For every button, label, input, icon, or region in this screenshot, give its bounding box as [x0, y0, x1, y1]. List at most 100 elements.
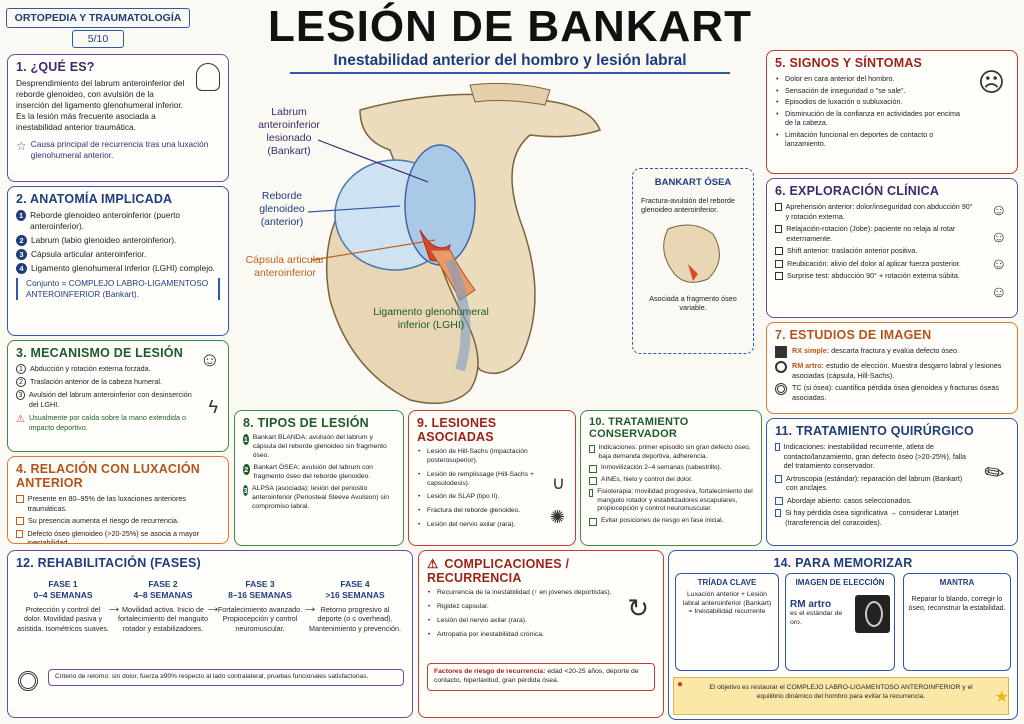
objetivo-banner: El objetivo es restaurar el COMPLEJO LAB… [673, 677, 1009, 715]
scalpel-icon: ✎ [978, 456, 1011, 491]
section-title: 8. TIPOS DE LESIÓN [243, 416, 369, 430]
list-item: AINEs, hielo y control del dolor. [601, 476, 693, 484]
list-item: Disminución de la confianza en actividad… [775, 109, 967, 128]
section-complicaciones: ⚠COMPLICACIONES / RECURRENCIA Recurrenci… [418, 550, 664, 718]
section-title: 3. MECANISMO DE LESIÓN [16, 346, 183, 360]
shoulder-anatomy-illustration [325, 82, 601, 405]
warning-icon: ⚠ [16, 414, 25, 425]
lightning-icon: ϟ [208, 397, 218, 417]
conjunto-note: Conjunto = COMPLEJO LABRO-LIGAMENTOSO AN… [16, 278, 220, 301]
exam-figure-icon: ☺☺☺☺ [990, 202, 1007, 301]
list-item: Lesión de SLAP (tipo II). [417, 493, 541, 502]
section-title: 11. TRATAMIENTO QUIRÚRGICO [775, 424, 974, 438]
list-item: Ligamento glenohumeral inferior (LGHI) c… [31, 263, 216, 274]
section-quirurgico: 11. TRATAMIENTO QUIRÚRGICO Indicaciones:… [766, 418, 1018, 546]
mantra-card: MANTRA Reparar lo blando, corregir lo ós… [903, 573, 1011, 671]
list-item: Cápsula articular anteroinferior. [31, 249, 147, 260]
label-labrum: Labrum anteroinferior lesionado (Bankart… [258, 106, 320, 158]
study-name: RX simple: [792, 346, 830, 355]
section-title: 1. ¿QUÉ ES? [16, 60, 95, 74]
list-item: Indicaciones: inestabilidad recurrente, … [783, 442, 967, 470]
note-text: Causa principal de recurrencia tras una … [30, 139, 209, 161]
section-title: 4. RELACIÓN CON LUXACIÓN ANTERIOR [16, 462, 200, 490]
list-item: Reubicación: alivio del dolor al aplicar… [787, 258, 961, 268]
list-item: Surprise test: abducción 90° + rotación … [787, 271, 960, 280]
label-capsula: Cápsula articular anteroinferior [245, 254, 325, 280]
list-item: Limitación funcional en deportes de cont… [775, 130, 967, 149]
panel-caption: Asociada a fragmento óseo variable. [649, 293, 737, 313]
study-name: RM artro: [792, 361, 824, 370]
section-title: 9. LESIONES ASOCIADAS [417, 416, 497, 444]
ct-icon [775, 383, 787, 395]
list-item: Labrum (labio glenoideo anteroinferior). [31, 235, 177, 246]
section-estudios: 7. ESTUDIOS DE IMAGEN RX simple: descart… [766, 322, 1018, 414]
list-item: Shift anterior: traslación anterior posi… [787, 246, 918, 255]
list-item: ALPSA (asociada): lesión del periostio a… [252, 484, 390, 510]
section-title: 6. EXPLORACIÓN CLÍNICA [775, 184, 940, 198]
list-item: Abducción y rotación externa forzada. [30, 364, 151, 373]
list-item: Defecto óseo glenoideo (>20-25%) se asoc… [27, 528, 199, 544]
list-item: Artroscopia (estándar): reparación del l… [786, 473, 963, 493]
subject-tag: ORTOPEDIA Y TRAUMATOLOGÍA [6, 8, 190, 28]
arrow-right-icon: → [205, 599, 221, 616]
list-item: Sensación de inseguridad o "se sale". [775, 86, 967, 96]
list-item: Rigidez capsular. [427, 603, 627, 612]
panel-title: BANKART ÓSEA [654, 177, 732, 188]
page-title: LESIÓN DE BANKART [268, 2, 752, 51]
hook-icon: ∪ [551, 473, 565, 493]
list-item: Inmovilización 2–4 semanas (cabestrillo)… [601, 464, 722, 472]
list-item: Reborde glenoideo anteroinferior (puerto… [30, 210, 181, 232]
warning-text: Usualmente por caída sobre la mano exten… [28, 413, 186, 432]
list-item: Episodios de luxación o subluxación. [775, 97, 967, 107]
section-conservador: 10. TRATAMIENTO CONSERVADOR Indicaciones… [580, 410, 762, 546]
section-memorizar: 14. PARA MEMORIZAR TRÍADA CLAVE Luxación… [668, 550, 1018, 720]
arrow-right-icon: → [106, 599, 122, 616]
nerve-icon: ✺ [549, 507, 565, 527]
mri-image-icon [854, 594, 890, 633]
section-title: 5. SIGNOS Y SÍNTOMAS [775, 56, 923, 70]
list-item: Evitar posiciones de riesgo en fase inic… [601, 516, 724, 524]
section-relacion: 4. RELACIÓN CON LUXACIÓN ANTERIOR Presen… [7, 456, 229, 544]
bankart-osea-panel: BANKART ÓSEA Fractura-avulsión del rebor… [632, 168, 754, 354]
section-signos: 5. SIGNOS Y SÍNTOMAS Dolor en cara anter… [766, 50, 1018, 174]
study-name: TC [792, 383, 802, 392]
label-ligamento: Ligamento glenohumeral inferior (LGHI) [373, 306, 489, 332]
label-reborde: Reborde glenoideo (anterior) [259, 190, 305, 229]
list-item: Su presencia aumenta el riesgo de recurr… [28, 516, 180, 525]
section-title: 7. ESTUDIOS DE IMAGEN [775, 328, 932, 342]
glenoid-fragment-illustration [663, 224, 720, 283]
panel-text: Fractura-avulsión del reborde glenoideo … [641, 195, 735, 215]
triada-card: TRÍADA CLAVE Luxación anterior + Lesión … [675, 573, 779, 671]
section-que-es: 1. ¿QUÉ ES? Desprendimiento del labrum a… [7, 54, 229, 182]
list-item: Abordaje abierto: casos seleccionados. [787, 495, 913, 505]
section-asociadas: 9. LESIONES ASOCIADAS Lesión de Hill-Sac… [408, 410, 576, 546]
star-icon: ★ [994, 689, 1009, 706]
section-title: 14. PARA MEMORIZAR [773, 556, 913, 570]
section-title: ⚠COMPLICACIONES / RECURRENCIA [427, 557, 570, 585]
target-icon [18, 671, 38, 691]
page-subtitle: Inestabilidad anterior del hombro y lesi… [290, 52, 730, 74]
list-item: Avulsión del labrum anteroinferior con d… [28, 390, 192, 409]
list-item: Relajación-rotación (Jobe): paciente no … [786, 224, 956, 243]
study-desc: (si ósea): cuantifica pérdida ósea gleno… [792, 383, 999, 402]
list-item: Dolor en cara anterior del hombro. [775, 74, 967, 84]
page-number: 5/10 [72, 30, 124, 48]
section-exploracion: 6. EXPLORACIÓN CLÍNICA Aprehensión anter… [766, 178, 1018, 318]
definition-text: Desprendimiento del labrum anteroinferio… [16, 78, 185, 133]
callout-lines [307, 139, 436, 261]
criterio-text: Criterio de retorno: sin dolor, fuerza ≥… [48, 669, 404, 686]
list-item: Artropatía por inestabilidad crónica. [427, 631, 627, 640]
list-item: Fisioterapia: movilidad progresiva, fort… [597, 487, 753, 513]
lightbulb-icon [196, 63, 220, 91]
list-item: Presente en 80–95% de las luxaciones ant… [27, 494, 187, 513]
list-item: Traslación anterior de la cabeza humeral… [30, 377, 162, 386]
mri-icon [775, 361, 787, 373]
study-desc: estudio de elección. Muestra desgarro la… [792, 361, 1002, 380]
